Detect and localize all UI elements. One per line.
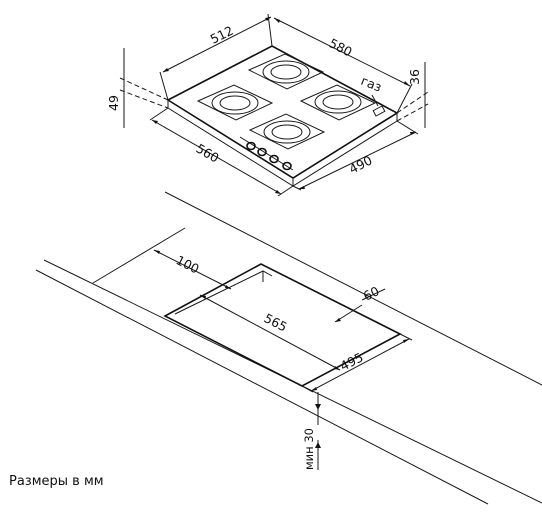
dim-label-512: 512 (208, 23, 236, 47)
dim-min-30 (315, 392, 321, 470)
dim-label-100: 100 (174, 252, 202, 276)
dim-label-560: 560 (194, 141, 222, 166)
dim-label-36: 36 (407, 69, 422, 85)
dim-60 (334, 288, 386, 323)
dim-label-490: 490 (347, 152, 375, 176)
units-caption: Размеры в мм (9, 474, 104, 489)
dim-580 (273, 17, 413, 114)
dim-495 (301, 333, 413, 393)
burner-right (299, 84, 377, 121)
dim-490 (292, 120, 419, 191)
dim-label-565: 565 (262, 310, 290, 334)
dim-100 (153, 249, 232, 290)
gas-connector (371, 94, 386, 117)
dim-49 (119, 48, 169, 128)
control-knobs (246, 141, 292, 171)
dim-label-min-30: мин 30 (302, 428, 316, 470)
dim-560 (149, 107, 294, 197)
burner-bottom (248, 113, 326, 150)
hob-drawing (119, 13, 429, 197)
dim-label-60: 60 (361, 283, 382, 303)
dim-label-495: 495 (338, 349, 366, 373)
countertop-drawing (35, 191, 542, 505)
dim-36 (396, 62, 429, 128)
gas-label: газ (359, 73, 384, 95)
burner-top (247, 53, 325, 90)
dim-label-49: 49 (106, 95, 121, 111)
dim-512 (159, 13, 273, 101)
burner-left (196, 84, 274, 121)
dim-565 (199, 294, 341, 371)
